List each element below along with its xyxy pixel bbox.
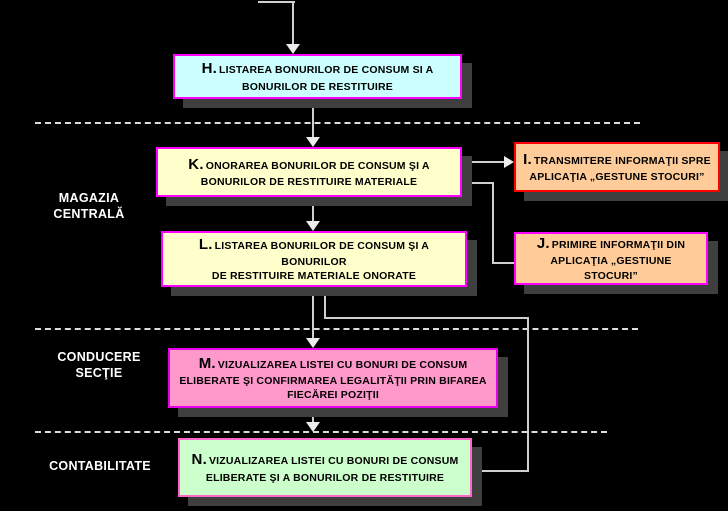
flow-box-i-transmitere-informatii: I.TRANSMITERE INFORMAŢII SPRE APLICAŢIA … [514,142,720,192]
connector-h-to-k [312,99,314,137]
arrowhead-into-k-icon [306,137,320,147]
connector-l-to-n-drop [324,287,326,319]
box-m-prefix: M. [198,354,216,372]
section-label-magazia-centrala: MAGAZIA CENTRALĂ [53,191,125,222]
connector-m-to-n [312,408,314,422]
box-h-label: LISTAREA BONURILOR DE CONSUM SI A BONURI… [218,64,434,93]
connector-j-to-k-vertical [492,182,494,264]
connector-l-to-n-right-vertical [527,317,529,472]
flow-box-m-vizualizare-confirmare: M.VIZUALIZAREA LISTEI CU BONURI DE CONSU… [168,348,498,408]
arrowhead-into-m-icon [306,338,320,348]
connector-l-to-n-into-box [482,470,529,472]
flow-box-j-primire-informatii: J.PRIMIRE INFORMAŢII DIN APLICAŢIA „GEST… [514,232,708,285]
arrowhead-into-h-icon [286,44,300,54]
arrowhead-into-n-top-icon [306,422,320,432]
box-j-label: PRIMIRE INFORMAŢII DIN APLICAŢIA „GESTIU… [550,239,686,282]
connector-l-to-m [312,287,314,338]
section-label-conducere-sectie: CONDUCERE SECŢIE [57,350,141,381]
dashed-separator-bottom [35,431,607,433]
box-k-label: ONORAREA BONURILOR DE CONSUM ŞI A BONURI… [200,159,430,189]
flow-box-h-listare-bonuri: H.LISTAREA BONURILOR DE CONSUM SI A BONU… [173,54,462,99]
connector-j-to-k-horizontal-high [472,182,494,184]
arrowhead-into-i-icon [504,156,514,168]
arrowhead-into-k-right-icon [462,177,472,189]
flow-box-k-onorare-bonuri: K.ONORAREA BONURILOR DE CONSUM ŞI A BONU… [156,147,462,197]
box-n-label: VIZUALIZAREA LISTEI CU BONURI DE CONSUM … [205,455,459,484]
flow-box-n-vizualizare-contabilitate: N.VIZUALIZAREA LISTEI CU BONURI DE CONSU… [178,438,472,497]
box-k-prefix: K. [188,155,204,173]
arrowhead-into-n-right-icon [472,465,482,477]
arrowhead-into-l-icon [306,221,320,231]
box-l-prefix: L. [198,235,213,253]
connector-k-to-l [312,197,314,221]
connector-j-to-k-horizontal-low [492,262,515,264]
dashed-separator-top [35,122,640,124]
dashed-separator-middle [35,328,638,330]
box-h-prefix: H. [201,60,217,78]
connector-k-to-i [462,161,504,163]
box-i-prefix: I. [523,150,532,168]
connector-entry-vertical [292,1,294,44]
box-m-label: VIZUALIZAREA LISTEI CU BONURI DE CONSUM … [179,358,487,402]
section-label-contabilitate: CONTABILITATE [49,459,151,473]
box-l-label: LISTAREA BONURILOR DE CONSUM ŞI A BONURI… [211,239,430,283]
connector-entry-horizontal [258,1,295,3]
box-n-prefix: N. [191,451,207,469]
connector-l-to-n-across-top [324,317,529,319]
box-i-label: TRANSMITERE INFORMAŢII SPRE APLICAŢIA „G… [529,154,711,184]
box-j-prefix: J. [536,235,550,253]
flow-box-l-listare-bonuri-onorate: L.LISTAREA BONURILOR DE CONSUM ŞI A BONU… [161,231,467,287]
